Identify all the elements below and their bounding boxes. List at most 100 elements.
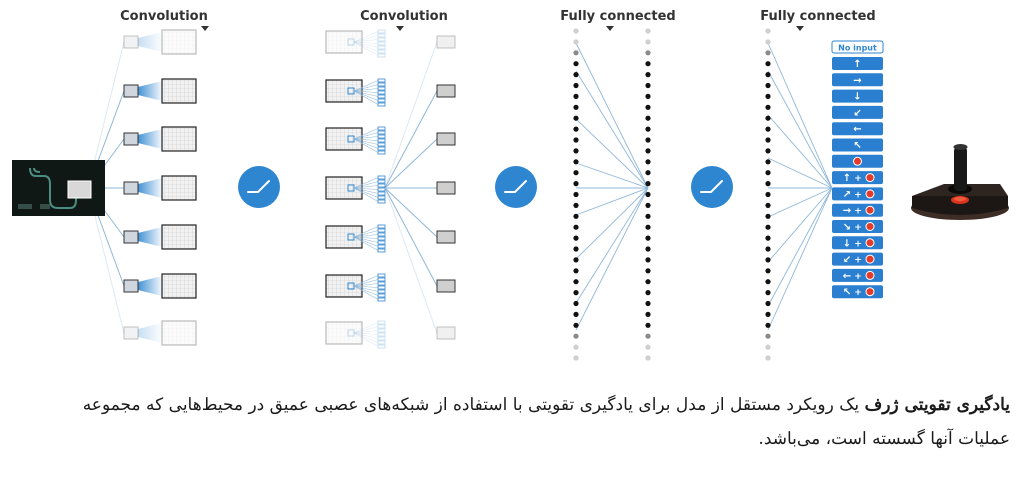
connection-line	[353, 90, 379, 93]
connection-line	[353, 138, 379, 153]
joystick-icon	[911, 144, 1009, 220]
filter-patch	[123, 279, 139, 293]
direction-arrow-icon: ↙	[843, 255, 851, 266]
connection-line	[353, 187, 379, 198]
plus-sign: +	[854, 207, 862, 217]
fire-button-icon	[865, 189, 875, 199]
kernel-cell	[377, 293, 386, 298]
plus-sign: +	[854, 190, 862, 200]
kernel-cell	[377, 224, 386, 229]
connection-line	[353, 236, 379, 247]
output-action-13: ↙+	[832, 252, 883, 266]
kernel-cell	[377, 94, 386, 99]
fire-button-icon	[865, 287, 875, 297]
connection-line	[767, 157, 833, 189]
neuron	[573, 344, 579, 350]
relu-curve	[700, 180, 723, 193]
neuron	[645, 170, 651, 176]
neuron	[765, 213, 771, 219]
direction-arrow-icon: ↙	[853, 108, 861, 119]
connection-line	[353, 41, 379, 52]
connection-line	[353, 285, 379, 292]
filter-patch	[123, 181, 139, 195]
connection-line	[353, 39, 379, 43]
connection-line	[353, 236, 379, 251]
connection-line	[353, 230, 379, 238]
neuron	[645, 322, 651, 328]
connection-line	[353, 326, 379, 334]
neuron	[573, 181, 579, 187]
neuron	[573, 300, 579, 307]
output-action-7	[832, 154, 883, 168]
kernel-cell	[377, 134, 386, 139]
neuron	[765, 148, 771, 154]
connection-line	[353, 132, 379, 140]
relu-activation-icon	[495, 166, 537, 208]
connection-line	[353, 187, 379, 202]
output-unit	[436, 132, 456, 146]
neuron	[645, 202, 651, 208]
connection-line	[575, 162, 649, 189]
neuron	[573, 137, 579, 143]
neuron	[645, 311, 651, 317]
connection-line	[353, 80, 379, 92]
fire-button-icon	[865, 173, 875, 183]
neuron	[573, 148, 579, 154]
feature-map	[161, 175, 197, 201]
neuron	[645, 82, 651, 89]
connection-line	[353, 236, 379, 243]
kernel-cell	[377, 53, 386, 58]
kernel-cell	[377, 41, 386, 46]
receptive-field-beam	[138, 323, 162, 343]
direction-arrow-icon: →	[853, 75, 861, 86]
dqn-architecture-diagram: Convolution Convolution Fully connected …	[12, 9, 1010, 449]
connection-line	[384, 90, 438, 189]
neuron	[645, 344, 651, 350]
neuron	[765, 39, 771, 45]
direction-arrow-icon: ↑	[843, 173, 851, 184]
connection-line	[353, 90, 379, 105]
kernel-cell	[377, 320, 386, 325]
connection-line	[353, 285, 379, 300]
fire-button-icon	[865, 222, 875, 231]
plus-sign: +	[854, 256, 862, 266]
kernel-cell	[377, 90, 386, 95]
neuron	[765, 290, 771, 296]
kernel-cell	[377, 297, 386, 302]
neuron	[573, 322, 579, 328]
figure-caption: یادگیری تقویتی ژرف یک رویکرد مستقل از مد…	[30, 388, 1010, 456]
connection-line	[353, 177, 379, 189]
kernel-cell	[377, 328, 386, 333]
button-frame	[832, 89, 883, 103]
neuron	[645, 148, 651, 154]
connection-line	[353, 41, 379, 44]
direction-arrow-icon: ↓	[843, 238, 851, 249]
neuron	[573, 235, 579, 241]
connection-line	[767, 42, 833, 189]
connection-line	[575, 187, 649, 331]
connection-line	[353, 285, 379, 296]
relu-activation-icon	[691, 166, 733, 208]
kernel-cell	[377, 98, 386, 103]
connection-line	[353, 285, 379, 288]
neuron	[573, 170, 579, 176]
connection-line	[575, 187, 649, 304]
output-action-10: →+	[832, 203, 883, 217]
connection-line	[384, 41, 438, 189]
neuron	[765, 126, 771, 132]
connection-line	[353, 35, 379, 43]
filter-patch	[123, 326, 139, 340]
connection-line	[353, 187, 379, 190]
neuron	[765, 257, 771, 263]
fire-button-icon	[865, 270, 875, 280]
kernel-cell	[377, 248, 386, 253]
neuron	[765, 93, 771, 99]
connection-line	[353, 322, 379, 334]
neuron	[765, 170, 771, 176]
receptive-field-beam	[138, 178, 162, 198]
button-frame	[832, 105, 883, 119]
neuron	[573, 104, 579, 110]
neuron	[573, 50, 579, 56]
neuron	[573, 93, 579, 99]
kernel-cell	[377, 146, 386, 151]
